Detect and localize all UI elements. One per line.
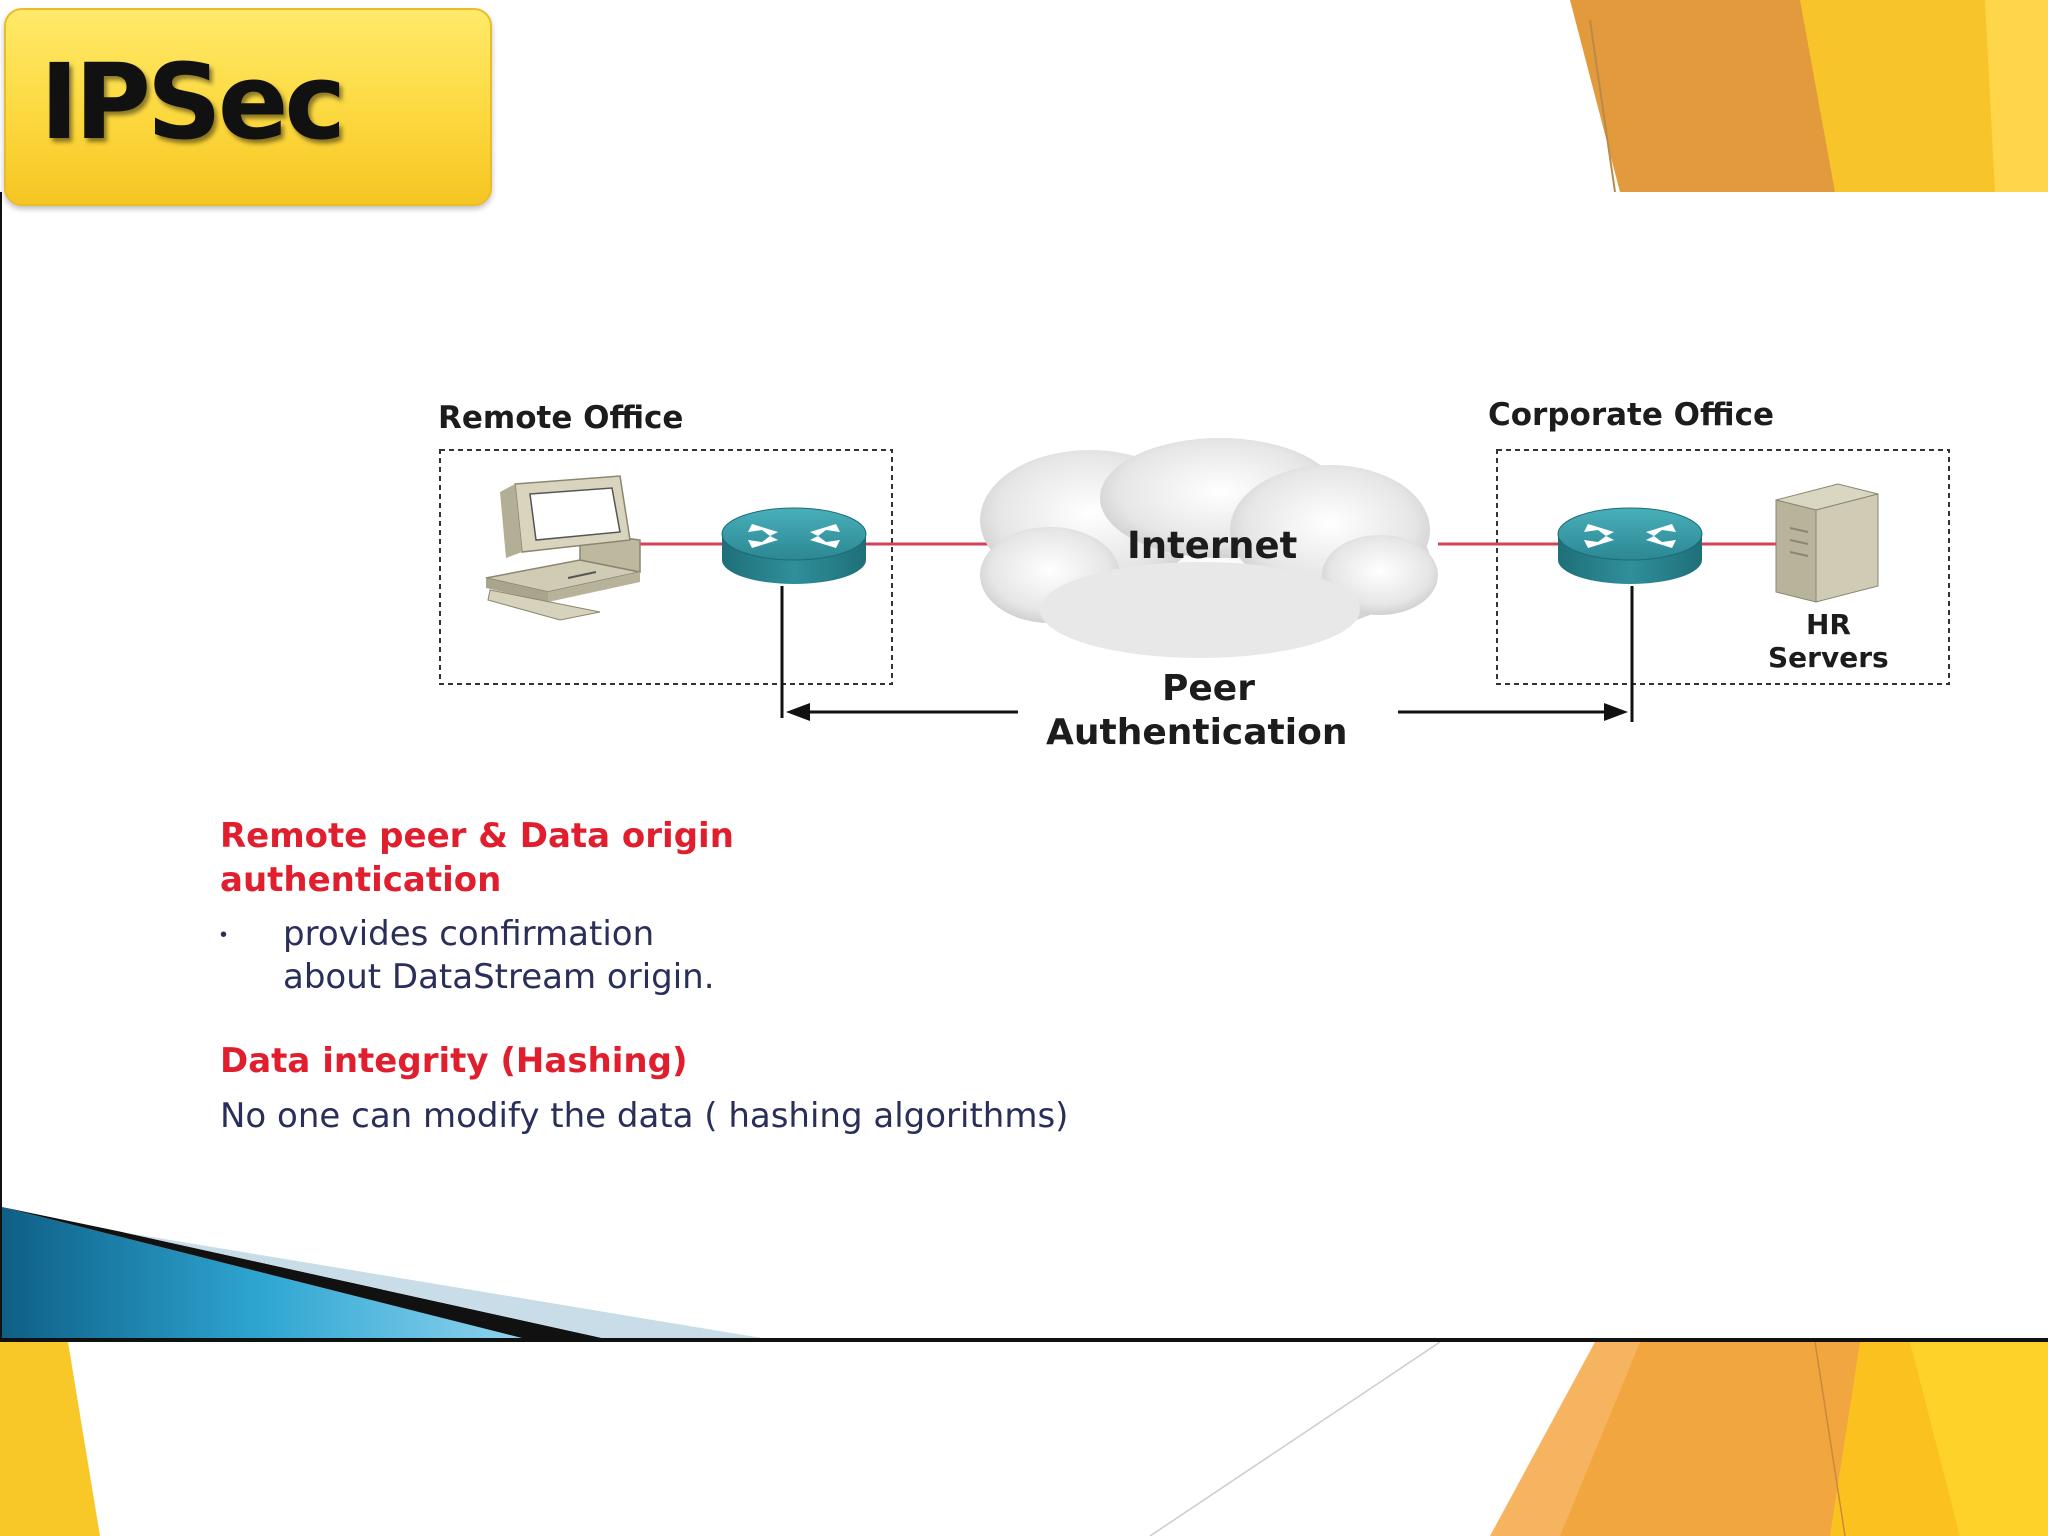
arrowhead-right bbox=[1604, 703, 1628, 721]
bottom-right-orange-shape bbox=[1560, 1342, 1860, 1536]
router-icon-remote bbox=[721, 507, 867, 584]
arrowhead-left bbox=[786, 703, 810, 721]
server-icon bbox=[1775, 483, 1879, 603]
top-right-yellow-shape bbox=[1800, 0, 2048, 192]
remote-office-boundary bbox=[439, 449, 893, 685]
bottom-blue-ribbon bbox=[2, 1207, 762, 1338]
servers-label: Servers bbox=[1768, 641, 1889, 674]
top-right-gold-shape bbox=[1985, 0, 2048, 192]
section2-heading: Data integrity (Hashing) bbox=[220, 1041, 688, 1081]
section1-heading-line1: Remote peer & Data origin bbox=[220, 816, 734, 856]
remote-office-label: Remote Office bbox=[438, 400, 684, 436]
internet-label: Internet bbox=[1127, 524, 1298, 567]
computer-icon bbox=[485, 475, 641, 621]
slide-content-frame bbox=[0, 192, 2048, 1342]
section1-heading-line2: authentication bbox=[220, 860, 502, 900]
slide-title: IPSec bbox=[40, 41, 346, 163]
section1-body-line2: about DataStream origin. bbox=[283, 957, 715, 997]
top-right-orange-shape bbox=[1570, 0, 1840, 192]
cloud-icon bbox=[980, 438, 1438, 658]
bottom-left-yellow-shape bbox=[0, 1342, 100, 1536]
corporate-office-label: Corporate Office bbox=[1488, 397, 1774, 433]
bullet-marker: • bbox=[220, 924, 228, 946]
title-box: IPSec bbox=[4, 8, 492, 206]
section1-body-line1: provides confirmation bbox=[283, 914, 655, 954]
peer-label: Peer bbox=[1162, 668, 1255, 709]
section2-body: No one can modify the data ( hashing alg… bbox=[220, 1096, 1069, 1136]
hr-label: HR bbox=[1806, 608, 1851, 641]
bottom-right-bright-shape bbox=[1910, 1342, 2048, 1536]
corporate-office-boundary bbox=[1496, 449, 1950, 685]
router-icon-corporate bbox=[1557, 507, 1703, 584]
authentication-label: Authentication bbox=[1046, 712, 1348, 753]
